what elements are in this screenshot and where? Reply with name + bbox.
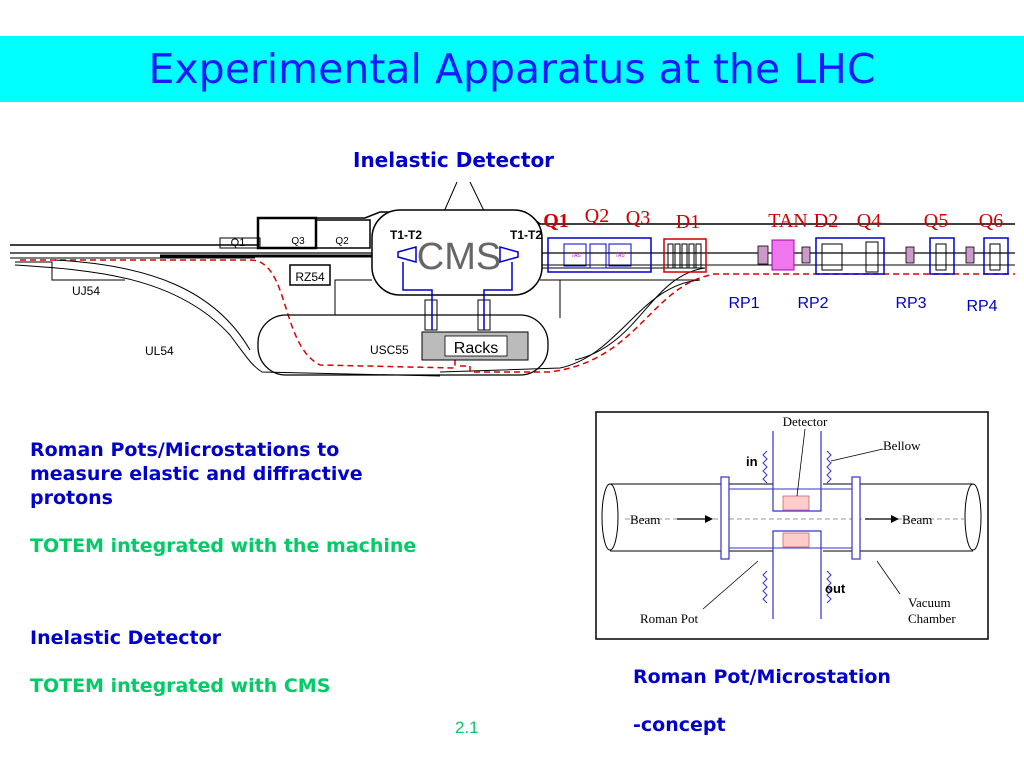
in-label: in [746, 454, 758, 469]
rp4-label: RP4 [966, 298, 997, 315]
t1t2-left-label: T1-T2 [390, 228, 422, 242]
q3-magnet-label: Q3 [626, 207, 650, 229]
usc55-label: USC55 [370, 343, 409, 357]
ul54-label: UL54 [145, 344, 174, 358]
uj54-label: UJ54 [72, 284, 100, 298]
beam-left-label: Beam [630, 512, 660, 527]
title-band: Experimental Apparatus at the LHC [0, 36, 1024, 102]
tas-a-label: TAS [571, 253, 581, 259]
q4-magnet-label: Q4 [857, 210, 881, 232]
totem-cms-text: TOTEM integrated with CMS [30, 675, 331, 697]
roman-pot-label: Roman Pot [640, 611, 699, 626]
q2-magnet-label: Q2 [585, 205, 609, 227]
d2-magnet-label: D2 [814, 210, 838, 232]
roman-pot-diagram: Detector Bellow in out Beam Beam Roman P… [595, 411, 989, 640]
page-number: 2.1 [455, 718, 479, 737]
totem-machine-text: TOTEM integrated with the machine [30, 535, 417, 557]
cms-label: CMS [417, 236, 501, 278]
chamber-label: Chamber [908, 611, 956, 626]
inelastic-detector-label: Inelastic Detector [353, 148, 555, 172]
inelastic-heading: Inelastic Detector [30, 627, 221, 649]
q1-magnet-label: Q1 [543, 210, 569, 232]
vacuum-label: Vacuum [908, 595, 951, 610]
rp1-label: RP1 [728, 295, 759, 312]
rz54-label: RZ54 [295, 270, 325, 284]
q5-magnet-label: Q5 [924, 210, 948, 232]
d1-magnet-label: D1 [676, 211, 700, 233]
rp1-station [757, 245, 769, 265]
beam-right-label: Beam [902, 512, 932, 527]
roman-pots-text: Roman Pots/Microstations to measure elas… [30, 438, 363, 510]
small-q1-label: Q1 [231, 237, 246, 249]
t1t2-right-label: T1-T2 [510, 228, 542, 242]
racks-label: Racks [454, 340, 498, 357]
small-q3-label: Q3 [291, 236, 305, 247]
detector-label: Detector [783, 414, 828, 429]
q6-magnet-label: Q6 [979, 210, 1003, 232]
roman-pots-line-1: Roman Pots/Microstations to [30, 439, 340, 461]
bellow-label: Bellow [883, 438, 921, 453]
roman-pots-line-3: protons [30, 487, 113, 509]
small-q2-label: Q2 [335, 236, 349, 247]
rp2-label: RP2 [797, 295, 828, 312]
tas-b-label: TAS [615, 253, 625, 259]
roman-pots-line-2: measure elastic and diffractive [30, 463, 363, 485]
caption-line-1: Roman Pot/Microstation [633, 666, 891, 688]
tan-label: TAN [768, 210, 808, 232]
out-label: out [825, 581, 846, 596]
lhc-layout-diagram: Q1 Q3 Q2 Q1 RZ54 UJ54 UL54 Racks USC55 T… [10, 181, 1015, 377]
caption-line-2: -concept [633, 714, 726, 736]
rp3-label: RP3 [895, 295, 926, 312]
slide-title: Experimental Apparatus at the LHC [148, 45, 876, 93]
